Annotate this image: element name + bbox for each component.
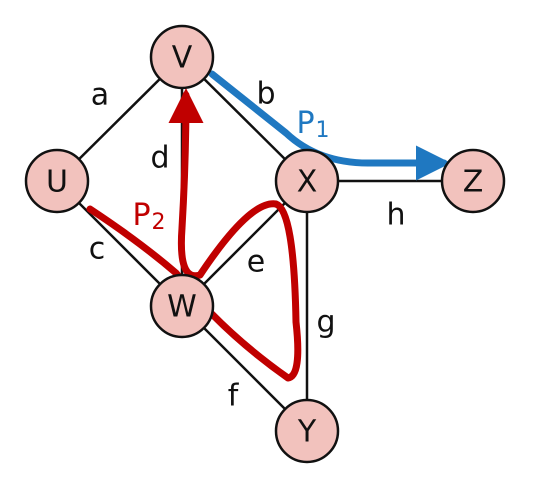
edge-label-h: h: [386, 198, 405, 233]
node-label-U: U: [46, 165, 68, 200]
path-label-p2-sub: 2: [152, 210, 166, 235]
path-labels: P1 P2: [132, 106, 329, 236]
node-label-Y: Y: [297, 415, 317, 450]
node-label-X: X: [297, 165, 318, 200]
node-V: V: [149, 24, 215, 90]
nodes: V U X Z W Y: [24, 24, 506, 464]
node-label-V: V: [172, 41, 193, 76]
edge-label-c: c: [89, 232, 106, 267]
path-label-p1-sub: 1: [316, 118, 330, 143]
path-label-p2-main: P: [132, 198, 150, 233]
edge-label-a: a: [91, 78, 109, 113]
edge-label-d: d: [150, 141, 169, 176]
edge-label-b: b: [256, 77, 275, 112]
node-Y: Y: [274, 398, 340, 464]
path-label-p2: P2: [132, 198, 165, 236]
node-U: U: [24, 148, 90, 214]
edge-labels: a b c d e f g h: [89, 77, 406, 414]
node-label-W: W: [167, 290, 197, 325]
node-Z: Z: [440, 148, 506, 214]
node-W: W: [149, 273, 215, 339]
edge-label-f: f: [228, 379, 240, 414]
node-X: X: [274, 148, 340, 214]
path-label-p1: P1: [296, 106, 329, 144]
edge-label-e: e: [247, 245, 265, 280]
node-label-Z: Z: [463, 165, 484, 200]
edge-label-g: g: [316, 305, 335, 340]
path-label-p1-main: P: [296, 106, 314, 141]
